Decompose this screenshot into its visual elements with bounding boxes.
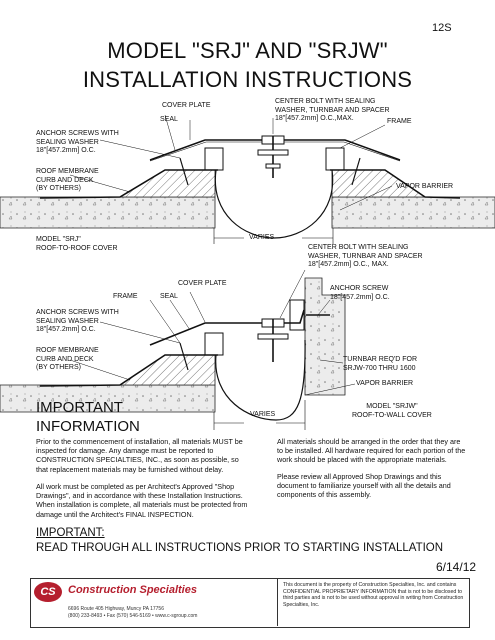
label-seal-2: SEAL xyxy=(160,293,178,300)
important-notice-label: IMPORTANT: xyxy=(36,527,105,539)
company-address: 6696 Route 405 Highway, Muncy PA 17756 (… xyxy=(68,606,198,619)
label-varies-1: VARIES xyxy=(249,234,275,241)
label-vapor-barrier-2: VAPOR BARRIER xyxy=(356,380,414,387)
label-model-srj: MODEL "SRJ" ROOF-TO-ROOF COVER xyxy=(36,236,118,252)
label-center-bolt-1: CENTER BOLT WITH SEALING WASHER, TURNBAR… xyxy=(275,98,390,122)
page-title: MODEL "SRJ" AND "SRJW" INSTALLATION INST… xyxy=(0,36,495,94)
important-heading-line-2: INFORMATION xyxy=(36,418,140,435)
footer-box xyxy=(30,578,470,628)
label-anchor-screw-2: ANCHOR SCREW 18"[457.2mm] O.C. xyxy=(330,285,390,301)
label-center-bolt-2: CENTER BOLT WITH SEALING WASHER, TURNBAR… xyxy=(308,244,423,268)
paragraph-inspection: Prior to the commencement of installatio… xyxy=(36,437,243,474)
paragraph-shop-drawings: All work must be completed as per Archit… xyxy=(36,482,248,519)
label-turnbar: TURNBAR REQ'D FOR SRJW-700 THRU 1600 xyxy=(343,356,418,372)
important-info-heading: IMPORTANT INFORMATION xyxy=(36,398,140,436)
label-roof-membrane-2: ROOF MEMBRANE CURB AND DECK (BY OTHERS) xyxy=(36,347,99,371)
important-heading-line-1: IMPORTANT xyxy=(36,399,123,416)
title-line-1: MODEL "SRJ" AND "SRJW" xyxy=(107,38,388,63)
company-name: Construction Specialties xyxy=(68,584,197,596)
label-model-srjw: MODEL "SRJW" ROOF-TO-WALL COVER xyxy=(352,403,432,419)
label-cover-plate-1: COVER PLATE xyxy=(162,102,211,109)
document-date: 6/14/12 xyxy=(436,560,477,574)
page-number: 12S xyxy=(432,22,452,34)
figure-srj xyxy=(0,114,495,244)
figure-srjw xyxy=(0,269,356,430)
paragraph-arrange: All materials should be arranged in the … xyxy=(277,437,466,465)
cs-logo: CS xyxy=(34,582,62,602)
label-anchor-screws-1: ANCHOR SCREWS WITH SEALING WASHER 18"[45… xyxy=(36,130,119,154)
label-vapor-barrier-1: VAPOR BARRIER xyxy=(396,183,454,190)
label-frame-2: FRAME xyxy=(113,293,138,300)
label-varies-2: VARIES xyxy=(250,411,276,418)
label-frame-1: FRAME xyxy=(387,118,412,125)
label-roof-membrane-1: ROOF MEMBRANE CURB AND DECK (BY OTHERS) xyxy=(36,168,99,192)
footer-divider xyxy=(277,578,278,626)
label-anchor-screws-2: ANCHOR SCREWS WITH SEALING WASHER 18"[45… xyxy=(36,309,119,333)
paragraph-review: Please review all Approved Shop Drawings… xyxy=(277,472,451,500)
confidentiality-notice: This document is the property of Constru… xyxy=(283,582,464,608)
label-cover-plate-2: COVER PLATE xyxy=(178,280,227,287)
important-notice-text: READ THROUGH ALL INSTRUCTIONS PRIOR TO S… xyxy=(36,542,444,554)
important-notice: IMPORTANT: READ THROUGH ALL INSTRUCTIONS… xyxy=(36,526,443,556)
title-line-2: INSTALLATION INSTRUCTIONS xyxy=(82,67,413,92)
label-seal-1: SEAL xyxy=(160,116,178,123)
